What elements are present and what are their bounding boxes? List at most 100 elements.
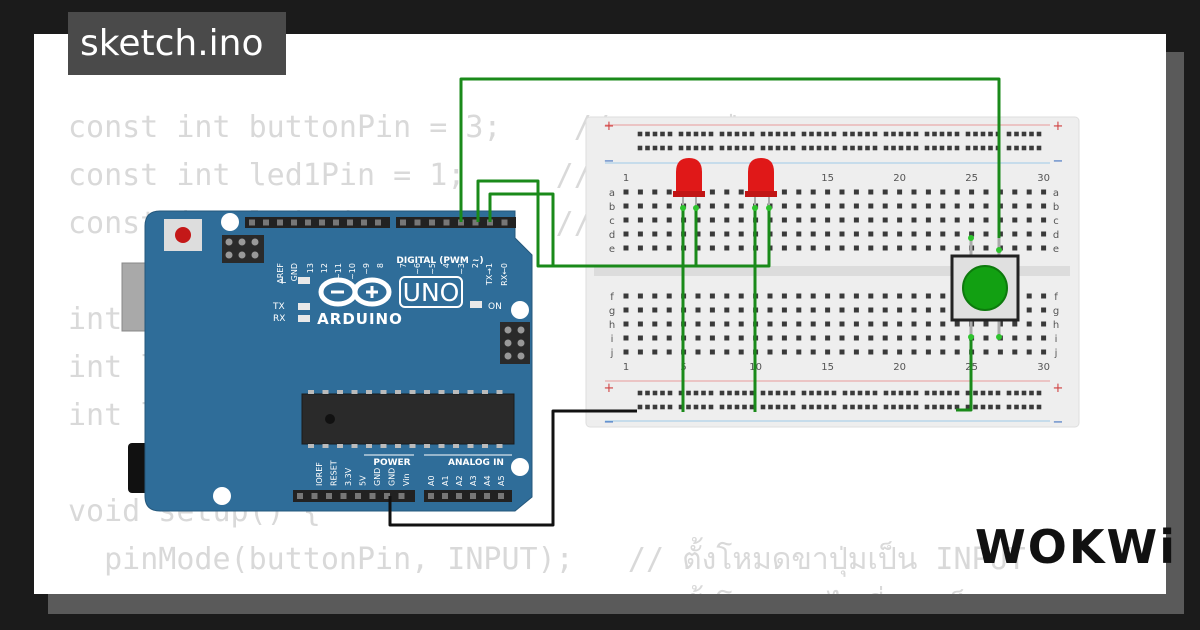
row-letter: b (609, 202, 615, 213)
wires[interactable] (388, 77, 1001, 527)
chip-legs (308, 390, 503, 448)
sketch-filename-tab[interactable]: sketch.ino (68, 12, 286, 75)
analog-pin-label: A5 (497, 475, 506, 486)
row-letter: g (1053, 306, 1059, 317)
digital-pin-label: AREF (276, 263, 285, 284)
power-pin-label: 5V (359, 475, 368, 486)
row-letter: i (611, 334, 614, 345)
breadboard-rail-holes (637, 131, 1042, 410)
analog-pin-label: A4 (483, 475, 492, 486)
row-letter: j (1054, 348, 1058, 359)
power-pin-label: GND (373, 468, 382, 486)
column-number: 25 (965, 173, 978, 184)
power-pin-label: Vin (402, 473, 411, 486)
row-letter: e (609, 244, 615, 255)
digital-pin-label: ~6 (413, 263, 422, 275)
rail-sign: + (604, 381, 615, 396)
row-letter: a (609, 188, 615, 199)
digital-pin-label: ~10 (348, 263, 357, 280)
analog-pin-labels: A0 A1 A2 A3 A4 A5 (427, 475, 506, 486)
digital-pin-label: GND (290, 263, 299, 281)
rail-sign: − (604, 415, 615, 430)
row-letter: c (609, 216, 615, 227)
arduino-wordmark: ARDUINO (317, 310, 403, 328)
digital-pin-label: 4 (442, 263, 451, 268)
atmega-chip (301, 393, 515, 445)
rail-sign: + (604, 119, 615, 134)
row-letter: h (1053, 320, 1059, 331)
analog-header-label: ANALOG IN (448, 458, 504, 468)
led-2[interactable] (745, 158, 777, 211)
column-number: 1 (623, 173, 629, 184)
analog-pin-label: A3 (469, 475, 478, 486)
rail-sign: + (1053, 119, 1064, 134)
digital-pin-label: TX→1 (485, 263, 494, 286)
wire-led1-to-pin1 (476, 179, 698, 268)
row-letter: e (1053, 244, 1059, 255)
arduino-infinity-logo (318, 277, 392, 307)
reset-button-cap (175, 227, 191, 243)
digital-pin-label: 13 (306, 263, 315, 273)
row-letter: b (1053, 202, 1059, 213)
rail-sign: − (604, 154, 615, 169)
row-letter: f (610, 292, 614, 303)
column-number: 20 (893, 362, 906, 373)
power-pin-labels: IOREF RESET 3.3V 5V GND GND Vin (315, 460, 411, 486)
analog-pin-label: A1 (441, 475, 450, 486)
rail-sign: − (1053, 154, 1064, 169)
column-number: 1 (623, 362, 629, 373)
row-letter: d (609, 230, 615, 241)
column-number: 15 (821, 173, 834, 184)
led-on-label: ON (488, 302, 502, 312)
header-digital-right (396, 217, 516, 228)
column-number: 15 (821, 362, 834, 373)
row-letter: a (1053, 188, 1059, 199)
power-pin-label: 3.3V (344, 467, 353, 486)
column-number: 30 (1037, 173, 1050, 184)
code-line: pinMode(buttonPin, INPUT); // ตั้งโหมดขา… (68, 542, 1026, 577)
row-letter: i (1055, 334, 1058, 345)
digital-pin-label: 7 (399, 263, 408, 268)
wokwi-logo[interactable]: WOKWi (975, 520, 1177, 574)
power-pin-label: IOREF (315, 462, 324, 486)
row-letter: f (1054, 292, 1058, 303)
wire-button-to-pin3 (459, 77, 1001, 250)
power-header-label: POWER (373, 458, 410, 468)
row-letter: c (1053, 216, 1059, 227)
led-tx-label: TX (272, 302, 285, 312)
digital-pin-label: RX←0 (500, 263, 509, 286)
row-letter: j (610, 348, 614, 359)
row-letter: g (609, 306, 615, 317)
wire-button-to-ground (956, 337, 973, 412)
led-l-label: L (281, 276, 286, 286)
row-letter: d (1053, 230, 1059, 241)
digital-pin-label: ~3 (457, 263, 466, 275)
digital-pin-labels: AREF GND 13 12 ~11 ~10 ~9 8 7 ~6 ~5 4 ~3 2 TX→1 RX←0 (276, 263, 509, 287)
column-number: 30 (1037, 362, 1050, 373)
digital-pin-label: ~5 (428, 263, 437, 275)
digital-pin-label: 8 (376, 263, 385, 268)
code-line: pinMode(led1Pin, OUTPUT); // ตั้งโหมดขาไ… (68, 584, 1115, 594)
arduino-uno-board[interactable]: UNO ARDUINO DIGITAL (PWM ~) AREF GND 13 12 ~… (121, 210, 533, 512)
board-model: UNO (403, 278, 460, 307)
rail-sign: + (1053, 381, 1064, 396)
row-letter: h (609, 320, 615, 331)
digital-pin-label: 12 (320, 263, 329, 273)
rail-sign: − (1053, 415, 1064, 430)
header-pins (225, 219, 525, 499)
digital-pin-label: ~11 (334, 263, 343, 280)
digital-pin-label: 2 (471, 263, 480, 268)
digital-header-label: DIGITAL (PWM ~) (396, 256, 483, 266)
led-1[interactable] (673, 158, 705, 211)
power-pin-label: RESET (330, 460, 339, 486)
pushbutton[interactable] (950, 235, 1020, 340)
digital-pin-label: ~9 (362, 263, 371, 275)
header-power (293, 490, 415, 502)
analog-pin-label: A0 (427, 475, 436, 486)
wire-led2-to-pin2 (488, 192, 771, 268)
column-number: 20 (893, 173, 906, 184)
wire-gnd-to-rail (388, 409, 637, 527)
analog-pin-label: A2 (455, 475, 464, 486)
power-pin-label: GND (388, 468, 397, 486)
